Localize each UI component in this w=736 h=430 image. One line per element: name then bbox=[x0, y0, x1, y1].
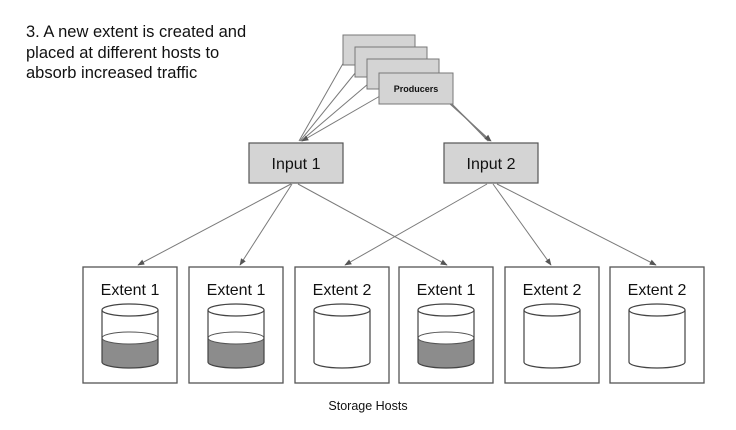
arrow-line bbox=[300, 83, 369, 142]
host-box-border bbox=[504, 266, 600, 384]
database-body bbox=[207, 310, 265, 369]
arrow-line bbox=[301, 95, 381, 142]
database-top bbox=[417, 303, 475, 317]
host-box-border bbox=[294, 266, 390, 384]
database-top bbox=[313, 303, 371, 317]
database-icon bbox=[101, 303, 159, 369]
database-body bbox=[628, 310, 686, 369]
database-icon bbox=[207, 303, 265, 369]
database-fill-level bbox=[102, 338, 158, 368]
database-body bbox=[101, 310, 159, 369]
database-top bbox=[207, 303, 265, 317]
input-1-box bbox=[248, 142, 344, 184]
caption-text: 3. A new extent is created and placed at… bbox=[26, 23, 247, 82]
storage-hosts-label: Storage Hosts bbox=[328, 399, 408, 413]
producers-label: Producers bbox=[394, 84, 439, 94]
arrow-line bbox=[449, 103, 492, 142]
extent-label: Extent 1 bbox=[207, 282, 266, 299]
input-2-label: Input 2 bbox=[467, 156, 516, 173]
database-body bbox=[313, 310, 371, 369]
database-icon bbox=[523, 303, 581, 369]
database-top bbox=[523, 303, 581, 317]
producer-card-front bbox=[378, 72, 454, 105]
database-top bbox=[628, 303, 686, 317]
extent-label: Extent 2 bbox=[628, 282, 687, 299]
host-box-border bbox=[609, 266, 705, 384]
arrow-line bbox=[299, 71, 357, 142]
arrow-line bbox=[492, 183, 552, 266]
host-box: Extent 2 bbox=[294, 266, 390, 384]
arrow-line bbox=[239, 183, 293, 266]
host-box: Extent 2 bbox=[504, 266, 600, 384]
database-fill-level bbox=[418, 338, 474, 368]
arrow-line bbox=[137, 183, 292, 266]
extent-label: Extent 2 bbox=[313, 282, 372, 299]
producers-stack: Producers bbox=[342, 34, 454, 105]
arrow-line bbox=[297, 183, 448, 266]
extent-label: Extent 1 bbox=[101, 282, 160, 299]
input-1-label: Input 1 bbox=[272, 156, 321, 173]
input-to-host-arrows bbox=[137, 183, 657, 266]
input-1-node: Input 1 bbox=[248, 142, 344, 184]
database-body bbox=[523, 310, 581, 369]
database-icon bbox=[417, 303, 475, 369]
input-2-node: Input 2 bbox=[443, 142, 539, 184]
arrow-line bbox=[496, 183, 657, 266]
database-top bbox=[101, 303, 159, 317]
extent-label: Extent 2 bbox=[523, 282, 582, 299]
database-fill-level bbox=[208, 338, 264, 368]
arrow-line bbox=[298, 59, 346, 142]
host-box: Extent 1 bbox=[398, 266, 494, 384]
host-box: Extent 1 bbox=[188, 266, 284, 384]
database-icon bbox=[313, 303, 371, 369]
host-box: Extent 1 bbox=[82, 266, 178, 384]
storage-hosts-row: Extent 1 Extent 1 Extent 2 Extent 1 Extent 2… bbox=[82, 266, 705, 384]
host-box: Extent 2 bbox=[609, 266, 705, 384]
database-body bbox=[417, 310, 475, 369]
extent-label: Extent 1 bbox=[417, 282, 476, 299]
input-2-box bbox=[443, 142, 539, 184]
database-icon bbox=[628, 303, 686, 369]
arrow-line bbox=[344, 183, 488, 266]
